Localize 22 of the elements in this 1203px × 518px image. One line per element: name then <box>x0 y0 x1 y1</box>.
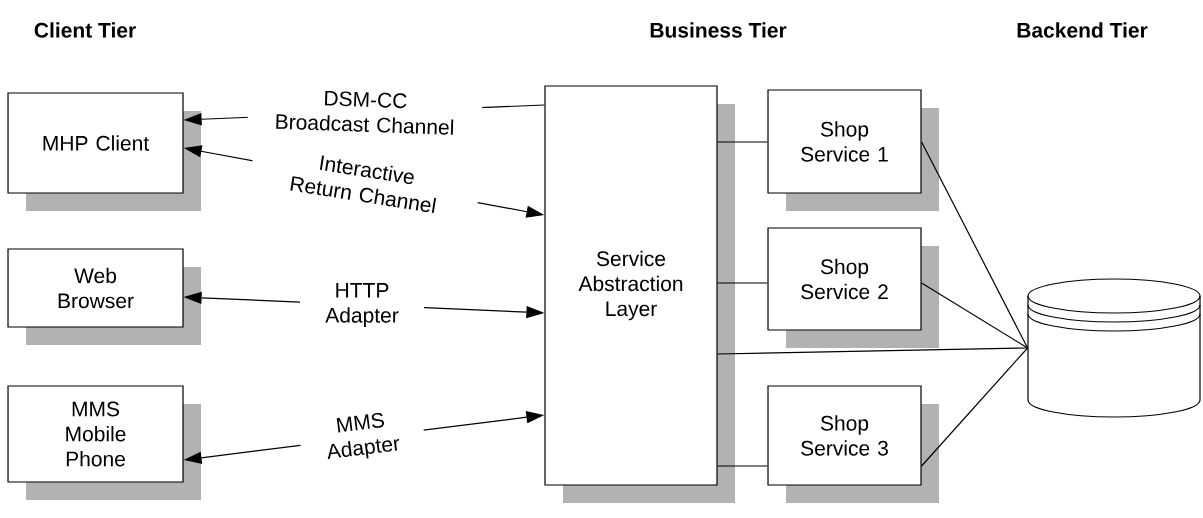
process-box: Shop Service 3 <box>767 385 939 503</box>
tier-heading: Client Tier <box>34 22 136 38</box>
connector-line <box>717 141 768 143</box>
process-box: Web Browser <box>7 248 201 345</box>
connector-line <box>717 282 768 284</box>
process-box: Shop Service 2 <box>767 227 939 348</box>
tier-heading: Backend Tier <box>1017 22 1148 38</box>
edge-label: Interactive Return Channel <box>248 142 482 222</box>
process-box: Shop Service 1 <box>767 89 939 211</box>
connector-line <box>921 347 1029 467</box>
edge-label: DSM-CC Broadcast Channel <box>247 86 483 138</box>
connector-line <box>717 465 768 467</box>
database-cylinder <box>1027 278 1201 418</box>
process-box: MHP Client <box>7 92 201 211</box>
connector-line <box>921 282 1029 349</box>
edge-label: HTTP Adapter <box>300 281 424 329</box>
edge-label: MMS Adapter <box>297 405 427 469</box>
tier-heading: Business Tier <box>650 22 787 38</box>
process-box: MMS Mobile Phone <box>7 385 201 500</box>
process-box: Service Abstraction Layer <box>544 85 735 503</box>
connector-line <box>717 347 1029 355</box>
connector-line <box>921 141 1029 349</box>
